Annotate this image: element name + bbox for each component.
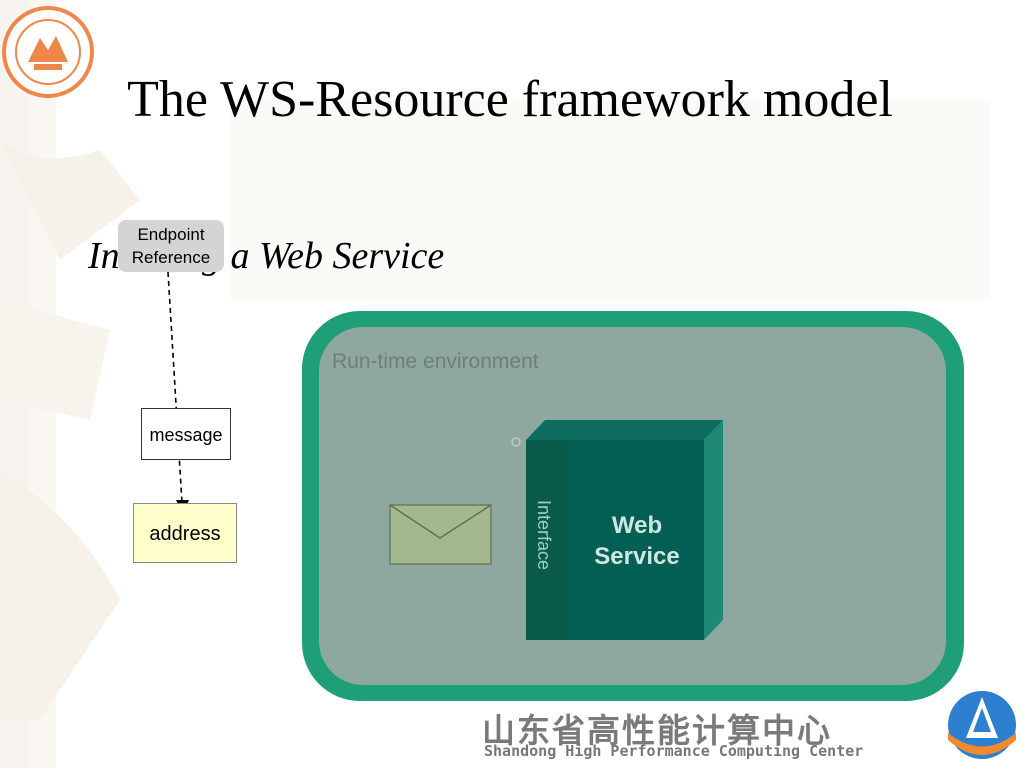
center-name-chinese: 山东省高性能计算中心 (482, 711, 832, 750)
endpoint-reference-arrow (167, 271, 183, 504)
slide-title: The WS-Resource framework model (127, 71, 893, 128)
web-service-box (511, 420, 723, 640)
background-watermark (0, 0, 140, 768)
interface-panel (526, 440, 570, 640)
interface-label: Interface (534, 500, 554, 571)
web-service-label: Web Service (594, 512, 680, 570)
university-seal-logo (2, 6, 94, 98)
address-box: address (133, 503, 237, 563)
center-name-english: Shandong High Performance Computing Cent… (484, 742, 864, 760)
computing-center-logo (948, 691, 1016, 759)
runtime-environment-label: Run-time environment (332, 350, 539, 373)
message-box: message (141, 408, 231, 460)
web-service-panel (570, 440, 704, 640)
envelope-icon (389, 504, 492, 565)
endpoint-reference-label: Endpoint Reference (118, 220, 224, 272)
